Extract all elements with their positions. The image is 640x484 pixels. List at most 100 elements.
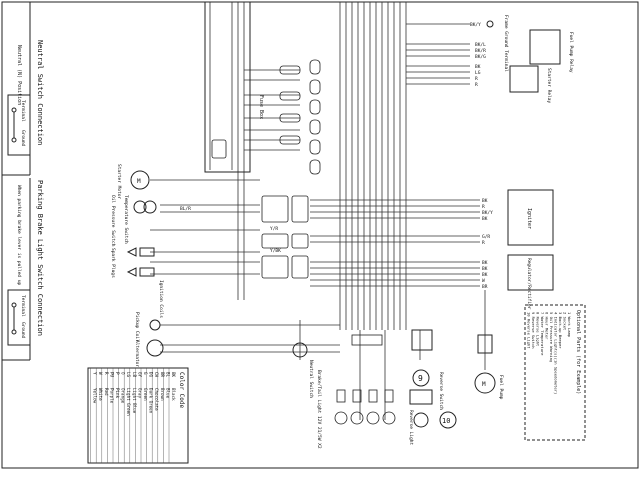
reverse-light: 10 Reverse Light <box>408 410 457 446</box>
color-code-abbr: BK <box>171 372 176 378</box>
neutral-ground-label: Ground <box>20 130 26 147</box>
fuel-pump-relay-label: Fuel Pump Relay <box>568 32 574 73</box>
color-code-name: Light Blue <box>132 388 137 414</box>
optional-part-item: 8 Reverse Light <box>536 312 541 346</box>
ignition-coils-label: Ignition Coils <box>158 280 164 318</box>
tail-lights <box>334 334 396 425</box>
frame-ground: BK/Y Frame Ground Terminal <box>470 15 509 72</box>
parking-brake-switch-title: Parking Brake Light Switch Connection <box>36 180 44 336</box>
ignition-coils: Ignition Coils <box>139 247 164 318</box>
color-code-abbr: CH <box>154 372 159 378</box>
optional-part-item: 10 Reverse Light <box>527 312 532 349</box>
wire-label-r-3: R <box>482 204 485 210</box>
color-code-name: White <box>98 388 103 401</box>
wire-label-w: W <box>482 278 485 284</box>
color-code-name: Brown <box>160 388 165 401</box>
neutral-switch-title: Neutral Switch Connection <box>36 40 44 145</box>
wire-label-bk-y: BK/Y <box>482 210 493 216</box>
fuse-box-label: Fuse Box <box>258 95 264 119</box>
color-code-title: Color Code <box>178 372 185 409</box>
color-code-name: Orange <box>121 388 126 404</box>
wire-label-bkl: BK/L <box>475 42 486 48</box>
fuel-pump-m-symbol: M <box>482 381 486 388</box>
wire-label-bk-1: BK <box>475 64 481 70</box>
color-code-abbr: W <box>98 372 103 375</box>
callout-10: 10 <box>442 417 450 425</box>
wire-label-lg: LG <box>475 70 481 76</box>
wire-label-bk-3: BK <box>482 216 488 222</box>
wire-label-y-bk: Y/BK <box>270 248 281 254</box>
reverse-switch: 9 Reverse Switch <box>409 329 444 410</box>
oil-temp-switches: Oil Pressure Switch Temperature Switch <box>110 195 157 247</box>
color-code-abbr: DG <box>149 372 154 378</box>
wire-label-br: BR <box>482 284 488 290</box>
fuel-pump: M Fuel Pump <box>474 334 504 400</box>
reverse-light-label: Reverse Light <box>408 410 414 446</box>
wire-label-r: R <box>475 76 478 82</box>
regulator-rectifier-label: Regulator/Rectifier <box>526 258 532 310</box>
optional-part-item: 4 Indicator Light(s)(in Speedometer) <box>554 312 559 394</box>
wire-label-bkg: BK/G <box>475 54 486 60</box>
color-code-table: Color Code BKBlackBLBlueBRBrownCHChocola… <box>87 367 189 464</box>
parking-brake-note: When parking brake lever is pulled up <box>16 185 22 286</box>
optional-part-item: 6 Hour Meter <box>545 312 550 340</box>
starter-motor: M Starter Motor <box>116 164 150 200</box>
spark-plugs-label: Spark Plugs <box>110 248 116 278</box>
fuel-pump-label: Fuel Pump <box>498 375 504 400</box>
color-code-abbr: PU <box>109 372 114 378</box>
callout-9: 9 <box>418 374 423 383</box>
color-code-name: Yellow <box>93 388 98 404</box>
neutral-switch: Neutral Switch <box>292 342 314 398</box>
optional-part-item: 5 Oil Pressure Warning <box>549 312 554 362</box>
alternator-label: Alternator <box>134 340 140 367</box>
wire-label-bk-5: BK <box>482 266 488 272</box>
wire-label-bk-2: BK <box>482 198 488 204</box>
wire-label-bk-6: BK <box>482 272 488 278</box>
color-code-name: Red <box>104 388 109 396</box>
color-code-name: Chocolate <box>154 388 159 411</box>
reverse-switch-label: Reverse Switch <box>438 372 444 410</box>
left-panel: Neutral Switch Connection Neutral (N) Po… <box>2 2 44 361</box>
wire-label-bk-4: BK <box>482 260 488 266</box>
regulator-rectifier: Regulator/Rectifier BK BK BK W BR <box>482 254 554 310</box>
wire-label-r-4: R <box>482 240 485 246</box>
color-code-name: Light Green <box>126 388 131 416</box>
color-code-name: Blue <box>165 388 170 399</box>
optional-part-item: 9 Reverse Switch <box>531 312 536 349</box>
optional-part-item: 3 Back-up Beeper <box>558 312 563 349</box>
brake-tail-light-label: Brake/Tail Light 12V 21/5W X2 <box>316 370 322 449</box>
color-code-abbr: LG <box>126 372 131 378</box>
connectors <box>261 195 309 279</box>
fuse-box: Fuse Box <box>204 1 321 175</box>
pickup-coil-label: Pickup Coil <box>134 312 140 342</box>
optional-part-item: 2 Socket <box>563 312 568 330</box>
optional-parts-title: Optional Parts (for Example) <box>575 310 581 394</box>
wire-label-bkr: BK/R <box>475 48 486 54</box>
color-code-abbr: O <box>121 372 126 375</box>
alternator: Alternator <box>134 339 164 367</box>
color-code-name: Purple <box>109 388 114 404</box>
color-code-name: Dark Green <box>149 388 154 414</box>
fuel-pump-relay: Fuel Pump Relay BK/L BK/R BK/G <box>475 29 574 73</box>
spark-plugs: Spark Plugs <box>110 247 137 278</box>
temperature-switch-label: Temperature Switch <box>123 195 129 244</box>
color-code-abbr: P <box>115 372 120 375</box>
wire-label-y-r: Y/R <box>270 226 278 232</box>
parking-ground-label: Ground <box>20 322 26 339</box>
wire-label-bl-r: BL/R <box>180 206 191 212</box>
starter-motor-label: Starter Motor <box>116 164 122 200</box>
parking-terminal-label: Terminal <box>20 295 26 317</box>
optional-part-item: 1 Work Lamp <box>567 312 572 338</box>
optional-parts-box: Optional Parts (for Example) 1 Work Lamp… <box>524 304 586 441</box>
motor-m-symbol: M <box>137 178 141 185</box>
starter-relay: Starter Relay BK LG R R <box>475 64 552 104</box>
color-code-abbr: BL <box>165 372 170 378</box>
color-code-abbr: Y <box>93 372 98 375</box>
starter-relay-label: Starter Relay <box>546 68 552 104</box>
color-code-abbr: G <box>143 372 148 375</box>
wire-label-gr: G/R <box>482 234 490 240</box>
sheet-border <box>1 1 639 469</box>
frame-ground-label: Frame Ground Terminal <box>503 15 509 72</box>
